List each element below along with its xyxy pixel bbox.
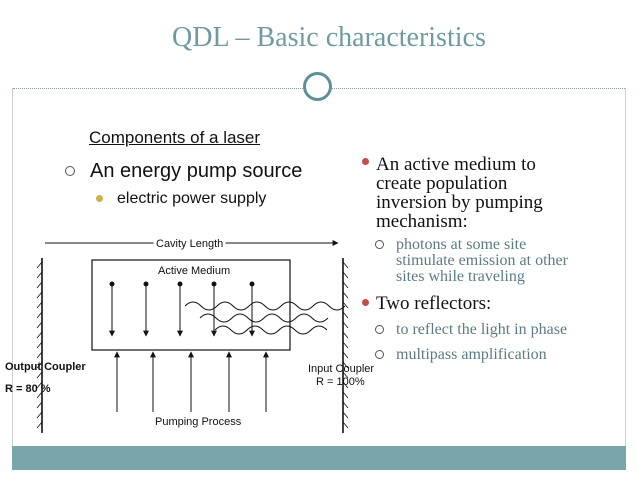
active-medium-line-4: mechanism: [376,211,468,232]
ring-bullet-icon [375,350,384,359]
output-mirror-icon [36,258,43,433]
reflect-phase-label: to reflect the light in phase [396,321,568,338]
output-coupler-label: Output Coupler [5,361,86,373]
laser-cavity-diagram: Cavity Length Active Medium Outp [5,235,374,433]
active-medium-box [91,259,291,351]
bullet-icon [362,299,369,306]
output-reflectivity-label: R = 80 % [5,383,51,395]
photons-line-3: sites while traveling [396,268,525,285]
active-medium-line-1: An active medium to [376,154,536,175]
power-supply-label: electric power supply [117,190,267,207]
emission-arrows [109,281,255,337]
ring-bullet-icon [65,166,75,176]
active-medium-line-3: inversion by pumping [376,192,543,213]
input-reflectivity-label: R = 100% [316,376,365,388]
photon-waves [184,301,346,335]
bullet-icon [362,158,369,165]
circle-ornament-icon [303,72,332,101]
pumping-process-label: Pumping Process [155,416,242,428]
multipass-label: multipass amplification [396,346,547,363]
ring-bullet-icon [375,325,384,334]
two-reflectors-label: Two reflectors: [376,293,492,314]
active-medium-line-2: create population [376,173,508,194]
slide-title: QDL – Basic characteristics [172,22,486,53]
active-medium-label: Active Medium [158,265,230,277]
ring-bullet-icon [375,240,384,249]
photons-line-1: photons at some site [396,236,527,253]
energy-pump-label: An energy pump source [90,160,303,182]
pumping-arrows [114,351,269,412]
components-heading: Components of a laser [89,128,261,147]
photons-line-2: stimulate emission at other [396,252,568,269]
footer-bar [12,446,626,470]
cavity-length-label: Cavity Length [156,238,223,250]
input-coupler-label: Input Coupler [308,363,374,375]
input-mirror-icon [342,258,349,433]
dot-bullet-icon [96,195,103,202]
